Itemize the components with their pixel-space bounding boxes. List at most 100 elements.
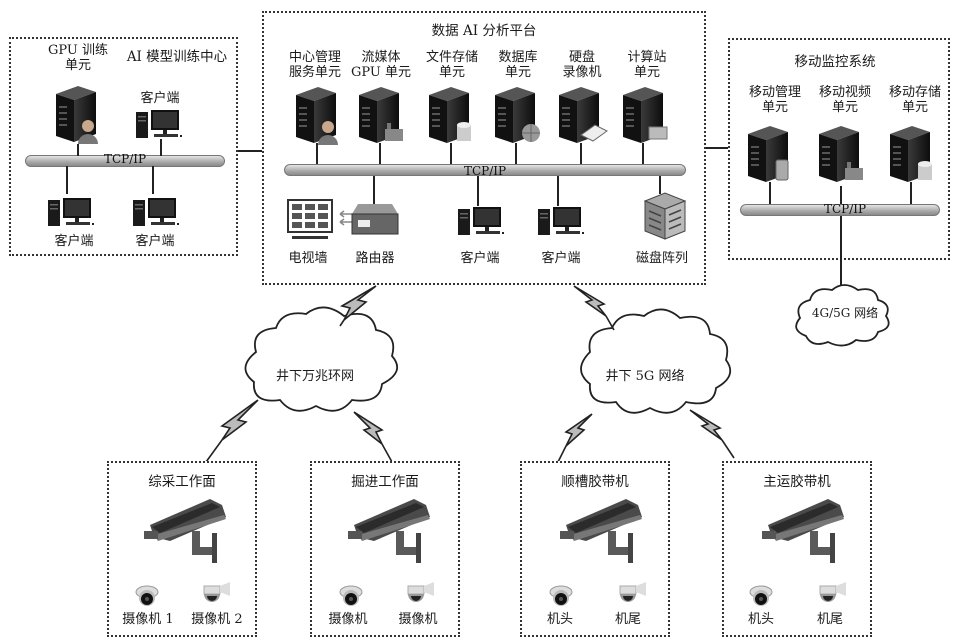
underground-5g-cloud	[580, 308, 732, 414]
training-center-title: AI 模型训练中心	[126, 49, 228, 65]
gpu-training-unit-label: GPU 训练 单元	[48, 43, 108, 73]
ptz-camera-icon	[619, 581, 647, 603]
ptz-camera-icon	[407, 581, 435, 603]
lightning-5g-site4	[689, 409, 723, 441]
training-client-bottom-right-label: 客户端	[135, 234, 175, 249]
platform-bus-label: TCP/IP	[463, 164, 507, 178]
server-label-central-mgmt: 中心管理 服务单元	[288, 50, 341, 80]
training-client-top-label: 客户端	[140, 91, 180, 106]
4g5g-network-cloud	[795, 284, 890, 347]
connector	[557, 176, 559, 206]
tv-wall-label: 电视墙	[288, 251, 328, 266]
connector	[659, 176, 661, 194]
disk-array-icon	[643, 192, 687, 240]
camera-label-left: 机头	[747, 612, 774, 627]
camera-label-left: 摄像机	[328, 612, 368, 627]
camera-label-left: 机头	[546, 612, 573, 627]
platform-tcpip-bus	[284, 164, 686, 176]
connector	[580, 143, 582, 164]
connector	[373, 176, 375, 204]
server-label-database: 数据库 单元	[498, 50, 538, 80]
platform-title: 数据 AI 分析平台	[431, 23, 537, 39]
mobile-mgmt-server-icon	[748, 126, 789, 182]
connector	[450, 143, 452, 164]
site-panel-fully-mechanized	[107, 461, 257, 637]
compute-server-icon	[623, 87, 668, 143]
camera-label-left: 摄像机 1	[122, 612, 174, 627]
ptz-camera-icon	[203, 581, 231, 603]
signal-arrows-icon	[339, 210, 354, 226]
lightning-5g-site3	[564, 413, 593, 447]
dome-camera-icon	[749, 585, 773, 607]
server-label-file-storage: 文件存储 单元	[425, 50, 478, 80]
mobile-video-server-icon	[819, 126, 863, 182]
training-platform-link	[238, 150, 262, 152]
site-title-fully-mechanized: 综采工作面	[148, 474, 216, 490]
camera-label-right: 摄像机 2	[191, 612, 243, 627]
camera-label-right: 摄像机	[398, 612, 438, 627]
platform-mobile-link	[706, 147, 730, 149]
connector	[840, 186, 842, 204]
mobile-tcpip-bus	[740, 204, 940, 216]
lightning-platform-5g	[573, 285, 607, 317]
site-panel-gateway-belt	[520, 461, 670, 637]
connector	[515, 143, 517, 164]
streaming-gpu-server-icon	[359, 87, 403, 143]
underground-ring-label: 井下万兆环网	[275, 369, 354, 384]
site-title-heading-face: 掘进工作面	[351, 474, 419, 490]
database-server-icon	[495, 87, 540, 143]
connector	[910, 182, 912, 204]
camera-label-right: 机尾	[816, 612, 843, 627]
bullet-camera-icon	[144, 499, 226, 563]
connector	[77, 144, 79, 156]
4g5g-network-label: 4G/5G 网络	[811, 306, 879, 320]
underground-ring-cloud	[244, 306, 399, 412]
connector	[840, 216, 842, 288]
site-title-main-belt: 主运胶带机	[763, 474, 831, 490]
platform-client-1-label: 客户端	[460, 251, 500, 266]
mobile-storage-unit-label: 移动存储 单元	[888, 85, 941, 115]
ptz-camera-icon	[819, 581, 847, 603]
tv-wall-icon	[287, 199, 333, 239]
ai-training-center-panel	[9, 37, 238, 256]
mobile-video-unit-label: 移动视频 单元	[818, 85, 871, 115]
connector	[66, 166, 68, 194]
training-bus-label: TCP/IP	[103, 152, 147, 166]
connector	[477, 176, 479, 206]
bullet-camera-icon	[348, 499, 430, 563]
mobile-bus-label: TCP/IP	[823, 202, 867, 216]
bullet-camera-icon	[560, 499, 642, 563]
router-label: 路由器	[355, 251, 395, 266]
connector	[316, 143, 318, 164]
dome-camera-icon	[135, 585, 159, 607]
connector	[152, 166, 154, 194]
server-label-compute: 计算站 单元	[627, 50, 667, 80]
bullet-camera-icon	[762, 499, 844, 563]
mobile-mgmt-unit-label: 移动管理 单元	[748, 85, 801, 115]
gpu-training-server-icon	[56, 86, 98, 144]
server-label-streaming-gpu: 流媒体 GPU 单元	[351, 50, 411, 80]
mobile-title: 移动监控系统	[794, 54, 876, 70]
data-ai-platform-panel	[262, 11, 706, 285]
server-label-dvr: 硬盘 录像机	[562, 50, 602, 80]
router-icon	[351, 204, 399, 235]
connector	[642, 143, 644, 164]
connector	[160, 139, 162, 156]
camera-label-right: 机尾	[614, 612, 641, 627]
connector	[379, 143, 381, 164]
file-storage-server-icon	[429, 87, 471, 143]
lightning-ring-site2	[353, 411, 384, 445]
dvr-server-icon	[559, 87, 608, 143]
dome-camera-icon	[549, 585, 573, 607]
dome-camera-icon	[339, 585, 363, 607]
training-client-bottom-left-label: 客户端	[54, 234, 94, 249]
connector	[769, 182, 771, 204]
training-tcpip-bus	[25, 155, 225, 167]
site-title-gateway-belt: 顺槽胶带机	[561, 474, 629, 490]
central-mgmt-server-icon	[296, 87, 338, 145]
site-panel-heading-face	[310, 461, 460, 637]
lightning-links	[205, 285, 735, 463]
disk-array-label: 磁盘阵列	[635, 251, 688, 266]
mobile-storage-server-icon	[890, 126, 932, 182]
underground-5g-label: 井下 5G 网络	[605, 369, 685, 384]
